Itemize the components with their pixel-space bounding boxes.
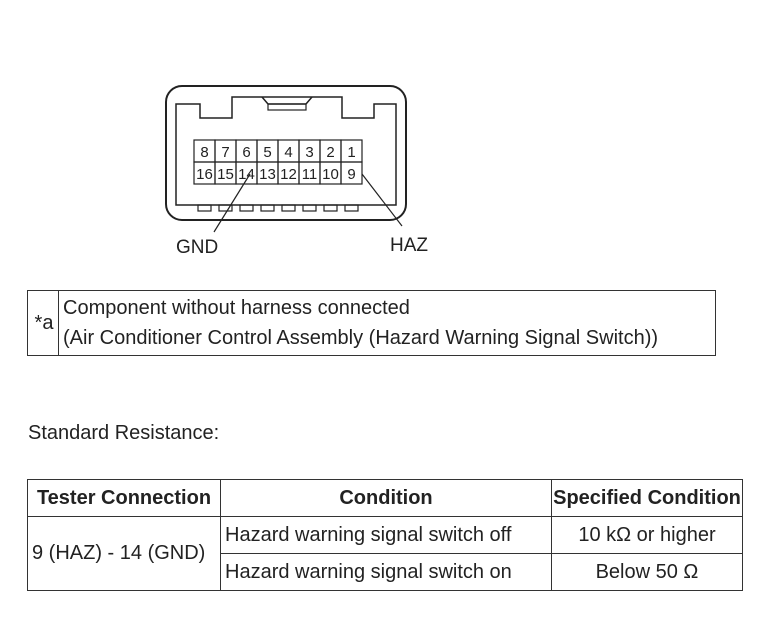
- terminal-tab: [302, 204, 317, 212]
- pin-number: 4: [284, 144, 292, 161]
- pin-tabs: [197, 204, 359, 212]
- legend-line-2: (Air Conditioner Control Assembly (Hazar…: [63, 327, 659, 349]
- pin-number: 5: [263, 144, 271, 161]
- standard-resistance-heading: Standard Resistance:: [28, 422, 220, 444]
- legend-line-1: Component without harness connected: [63, 297, 410, 319]
- connector-inner-body: [175, 125, 397, 206]
- pin-bottom-cell: [340, 161, 363, 185]
- specified-cell: 10 kΩ or higher: [551, 516, 743, 554]
- pin-number: 1: [347, 144, 355, 161]
- condition-cell: Hazard warning signal switch on: [220, 553, 552, 591]
- legend-key: *a: [27, 290, 59, 356]
- tester-connection-cell: 9 (HAZ) - 14 (GND): [27, 516, 221, 591]
- pin-number: 6: [242, 144, 250, 161]
- pin-number: 10: [322, 166, 339, 183]
- spec-table: Tester Connection Condition Specified Co…: [27, 479, 743, 591]
- haz-leader-line: [361, 173, 403, 227]
- pin-number: 14: [238, 166, 255, 183]
- terminal-tab: [260, 204, 275, 212]
- pin-number: 16: [196, 166, 213, 183]
- gnd-leader-line: [213, 173, 251, 233]
- header-condition: Condition: [220, 479, 552, 517]
- legend-row: *a Component without harness connected (…: [27, 290, 716, 356]
- table-row: 9 (HAZ) - 14 (GND) Hazard warning signal…: [27, 516, 743, 591]
- spec-header-row: Tester Connection Condition Specified Co…: [27, 479, 743, 517]
- terminal-tab: [344, 204, 359, 212]
- haz-label: HAZ: [390, 235, 428, 256]
- pin-number: 3: [305, 144, 313, 161]
- terminal-tab: [239, 204, 254, 212]
- connector-inner-outline: [175, 96, 397, 125]
- pin-number: 15: [217, 166, 234, 183]
- connector-housing: [165, 85, 407, 221]
- pin-number: 7: [221, 144, 229, 161]
- connector-latch: [261, 96, 313, 105]
- pin-number: 12: [280, 166, 297, 183]
- pin-number: 13: [259, 166, 276, 183]
- legend-table: *a Component without harness connected (…: [27, 290, 716, 356]
- pin-number: 9: [347, 166, 355, 183]
- connector-latch-tab: [267, 103, 307, 111]
- specified-cell: Below 50 Ω: [551, 553, 743, 591]
- pin-number: 11: [302, 166, 318, 183]
- condition-cell: Hazard warning signal switch off: [220, 516, 552, 554]
- table-row: Hazard warning signal switch on Below 50…: [28, 553, 743, 591]
- header-specified-condition: Specified Condition: [551, 479, 743, 517]
- legend-description: Component without harness connected (Air…: [58, 290, 716, 356]
- terminal-tab: [281, 204, 296, 212]
- pin-number: 2: [326, 144, 334, 161]
- terminal-tab: [218, 204, 233, 212]
- terminal-tab: [323, 204, 338, 212]
- pin-number: 8: [200, 144, 208, 161]
- terminal-tab: [197, 204, 212, 212]
- header-tester-connection: Tester Connection: [27, 479, 221, 517]
- gnd-label: GND: [176, 237, 218, 258]
